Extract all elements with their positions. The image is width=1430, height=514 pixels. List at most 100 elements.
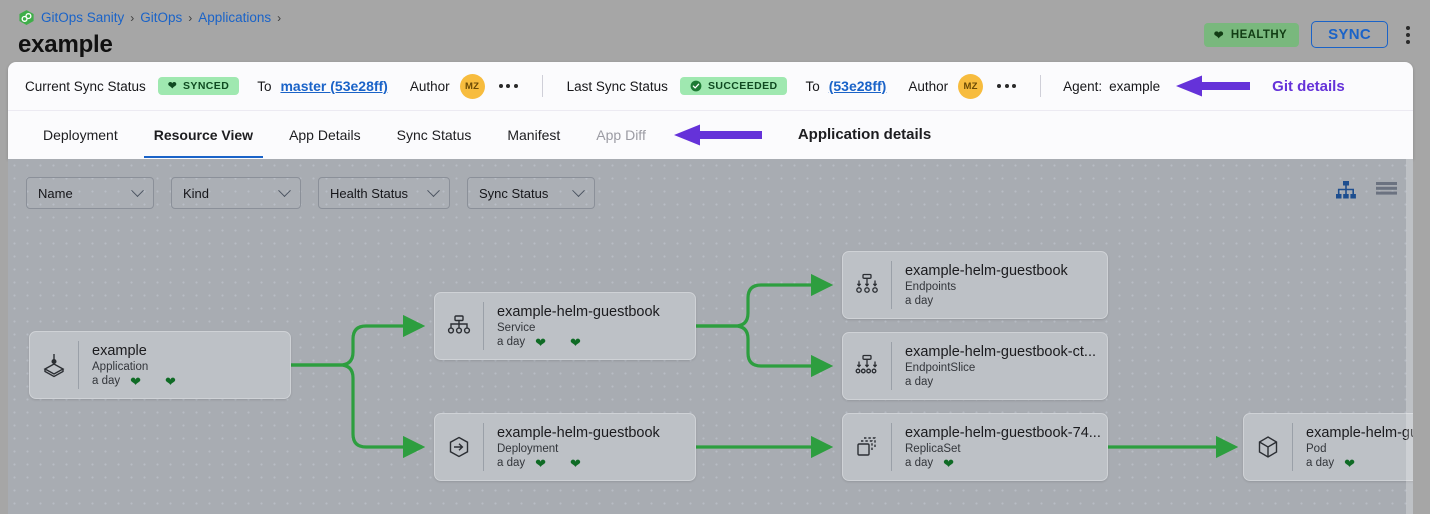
current-sync-to-label: To xyxy=(257,78,272,94)
agent-value: example xyxy=(1109,78,1161,94)
node-age: a day xyxy=(1306,457,1335,469)
node-title: example-helm-guestbook xyxy=(497,303,660,320)
node-meta: a day ❤ ❤ xyxy=(92,375,176,388)
health-heart-icon: ❤ xyxy=(1344,455,1356,470)
pod-icon xyxy=(1244,414,1292,480)
breadcrumb-item-gitops-sanity[interactable]: GitOps Sanity xyxy=(41,10,125,25)
sync-button[interactable]: SYNC xyxy=(1311,21,1388,48)
last-sync-revision-link[interactable]: (53e28ff) xyxy=(828,78,887,94)
tab-deployment[interactable]: Deployment xyxy=(43,126,118,143)
replicaset-icon xyxy=(843,414,891,480)
divider xyxy=(1040,75,1042,97)
annotation-git-details: Git details xyxy=(1272,77,1345,95)
chevron-down-icon xyxy=(572,183,585,197)
more-options-icon[interactable] xyxy=(1400,22,1416,48)
node-body: example-helm-guest Pod a day ❤ xyxy=(1293,425,1413,470)
node-kind: EndpointSlice xyxy=(905,362,976,374)
node-title: example-helm-guestbook xyxy=(905,263,1068,279)
node-title: example-helm-guestbook-ct... xyxy=(905,344,1096,360)
current-author-label: Author xyxy=(409,78,450,94)
node-body: example-helm-guestbook-74... ReplicaSet … xyxy=(892,425,1101,470)
node-title: example xyxy=(92,342,147,359)
chevron-down-icon xyxy=(131,183,144,197)
node-endpoints-example-helm-guestbook[interactable]: example-helm-guestbook Endpoints a day xyxy=(842,251,1108,319)
node-deployment-example-helm-guestbook[interactable]: example-helm-guestbook Deployment a day … xyxy=(434,413,696,481)
application-icon xyxy=(30,332,78,398)
breadcrumb-item-applications[interactable]: Applications xyxy=(198,10,272,25)
node-endpointslice-example-helm-guestbook-ct[interactable]: example-helm-guestbook-ct... EndpointSli… xyxy=(842,332,1108,400)
node-application-example[interactable]: example Application a day ❤ ❤ xyxy=(29,331,291,399)
node-body: example Application a day ❤ ❤ xyxy=(79,343,176,388)
annotation-arrow-git-details xyxy=(1176,74,1251,98)
breadcrumb-separator: › xyxy=(130,10,135,25)
filter-sync-status[interactable]: Sync Status xyxy=(467,177,595,209)
tab-resource-view[interactable]: Resource View xyxy=(136,111,271,158)
node-service-example-helm-guestbook[interactable]: example-helm-guestbook Service a day ❤ ❤ xyxy=(434,292,696,360)
deployment-icon xyxy=(435,414,483,480)
last-sync-to-label: To xyxy=(805,78,820,94)
node-body: example-helm-guestbook Deployment a day … xyxy=(484,425,660,470)
current-sync-status-label: Current Sync Status xyxy=(25,78,146,94)
node-meta: a day ❤ xyxy=(1306,457,1413,470)
current-sync-more-icon[interactable] xyxy=(498,84,518,88)
vertical-scrollbar[interactable] xyxy=(1406,159,1413,514)
avatar: MZ xyxy=(958,73,984,99)
resource-graph[interactable]: Name Kind Health Status Sync Status xyxy=(8,159,1413,514)
last-sync-more-icon[interactable] xyxy=(997,84,1017,88)
node-kind: ReplicaSet xyxy=(905,442,961,455)
tab-app-details[interactable]: App Details xyxy=(289,126,361,143)
health-status-badge: ❤ HEALTHY xyxy=(1203,22,1300,47)
tree-view-icon[interactable] xyxy=(1336,181,1356,199)
top-actions: ❤ HEALTHY SYNC xyxy=(1203,21,1416,48)
breadcrumb-item-gitops[interactable]: GitOps xyxy=(140,10,183,25)
last-sync-status-label: Last Sync Status xyxy=(566,78,668,94)
tab-manifest[interactable]: Manifest xyxy=(507,126,561,143)
heart-icon: ❤ xyxy=(1213,29,1224,42)
filter-health-status[interactable]: Health Status xyxy=(318,177,450,209)
node-divider xyxy=(1292,423,1293,471)
node-meta: a day ❤ xyxy=(905,457,1101,470)
current-sync-revision-link[interactable]: master (53e28ff) xyxy=(280,78,388,94)
list-view-icon[interactable] xyxy=(1376,182,1397,198)
agent-label: Agent: xyxy=(1063,78,1103,94)
node-replicaset-example-helm-guestbook-74[interactable]: example-helm-guestbook-74... ReplicaSet … xyxy=(842,413,1108,481)
view-toggle-group xyxy=(1336,181,1397,199)
node-meta: a day xyxy=(905,295,1068,307)
filter-kind[interactable]: Kind xyxy=(171,177,301,209)
service-icon xyxy=(435,293,483,359)
node-age: a day xyxy=(905,457,934,469)
sync-heart-icon: ❤ xyxy=(165,373,176,388)
node-title: example-helm-guestbook xyxy=(497,424,660,441)
node-kind: Endpoints xyxy=(905,281,957,293)
tab-bar: Deployment Resource View App Details Syn… xyxy=(8,111,1413,158)
node-kind: Pod xyxy=(1306,442,1327,455)
node-pod-example-helm-guest[interactable]: example-helm-guest Pod a day ❤ xyxy=(1243,413,1413,481)
avatar: MZ xyxy=(459,73,485,99)
last-author-label: Author xyxy=(908,78,949,94)
heart-icon: ❤ xyxy=(167,80,178,92)
node-kind: Deployment xyxy=(497,442,559,455)
node-age: a day xyxy=(497,457,526,469)
annotation-application-details: Application details xyxy=(797,126,932,143)
endpointslice-icon xyxy=(843,333,891,399)
chevron-down-icon xyxy=(427,183,440,197)
health-heart-icon: ❤ xyxy=(943,455,955,470)
node-age: a day xyxy=(497,336,526,348)
node-age: a day xyxy=(92,375,121,387)
breadcrumb: GitOps Sanity › GitOps › Applications › xyxy=(18,9,281,26)
health-heart-icon: ❤ xyxy=(535,334,547,349)
tab-sync-status[interactable]: Sync Status xyxy=(396,126,472,143)
node-body: example-helm-guestbook Endpoints a day xyxy=(892,263,1068,307)
node-body: example-helm-guestbook-ct... EndpointSli… xyxy=(892,344,1096,388)
node-divider xyxy=(78,341,79,389)
node-meta: a day ❤ ❤ xyxy=(497,457,660,470)
breadcrumb-separator: › xyxy=(188,10,193,25)
filter-name[interactable]: Name xyxy=(26,177,154,209)
filter-sync-status-label: Sync Status xyxy=(479,185,549,201)
breadcrumb-separator: › xyxy=(277,10,282,25)
endpoints-icon xyxy=(843,252,891,318)
node-divider xyxy=(483,423,484,471)
node-meta: a day xyxy=(905,376,1096,388)
filter-name-label: Name xyxy=(38,185,73,201)
